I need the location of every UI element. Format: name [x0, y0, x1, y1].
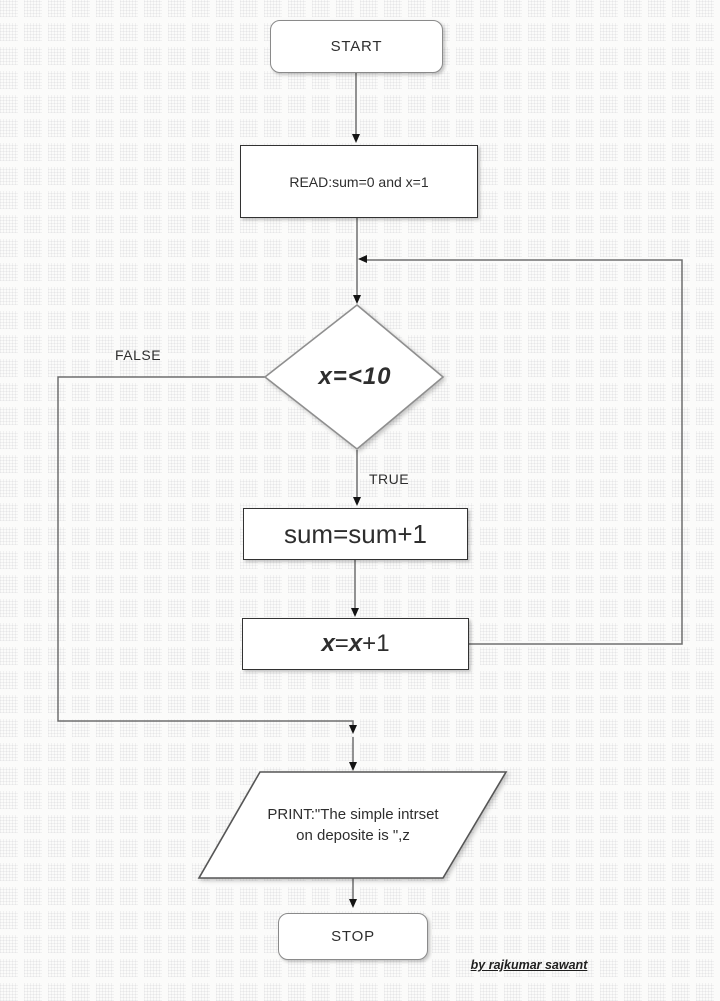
arrowhead-into-decision [353, 295, 361, 304]
print-parallelogram-shape [197, 771, 508, 879]
arrowhead-into-read [352, 134, 360, 143]
print-line2: on deposite is ",z [296, 827, 410, 844]
decision-text: x=<10 [318, 363, 392, 390]
print-label: PRINT:"The simple intrset on deposite is… [240, 794, 466, 856]
decision-label: x=<10 [267, 307, 443, 447]
increment-x1: x [321, 630, 335, 657]
arrowhead-into-sum [353, 497, 361, 506]
false-text: FALSE [114, 347, 162, 363]
increment-x2: x [348, 630, 363, 657]
node-sum: sum=sum+1 [243, 508, 468, 560]
arrowhead-into-increment [351, 608, 359, 617]
connectors [57, 73, 683, 899]
decision-diamond-shape [263, 303, 445, 451]
node-stop: STOP [278, 913, 428, 960]
connector-loop-back [367, 259, 683, 645]
branch-label-false: FALSE [98, 347, 178, 363]
connector-false-branch [57, 376, 354, 725]
print-line1: PRINT:"The simple intrset [267, 806, 439, 823]
arrowhead-into-stop [349, 899, 357, 908]
stop-label: STOP [331, 928, 375, 945]
arrowhead-loop-junction [358, 255, 367, 263]
true-text: TRUE [369, 471, 410, 487]
branch-label-true: TRUE [369, 471, 429, 487]
attribution-text: by rajkumar sawant [466, 958, 592, 972]
attribution-label: by rajkumar sawant [470, 958, 588, 972]
increment-plus: +1 [362, 630, 390, 657]
increment-eq: = [334, 630, 349, 657]
arrowhead-false-junction [349, 725, 357, 734]
node-start: START [270, 20, 443, 73]
node-read: READ:sum=0 and x=1 [240, 145, 478, 218]
read-label: READ:sum=0 and x=1 [289, 173, 429, 190]
arrowhead-into-print [349, 762, 357, 771]
start-label: START [330, 38, 383, 55]
node-increment: x=x+1 [242, 618, 469, 670]
sum-label: sum=sum+1 [283, 518, 428, 549]
arrowheads [349, 134, 367, 908]
